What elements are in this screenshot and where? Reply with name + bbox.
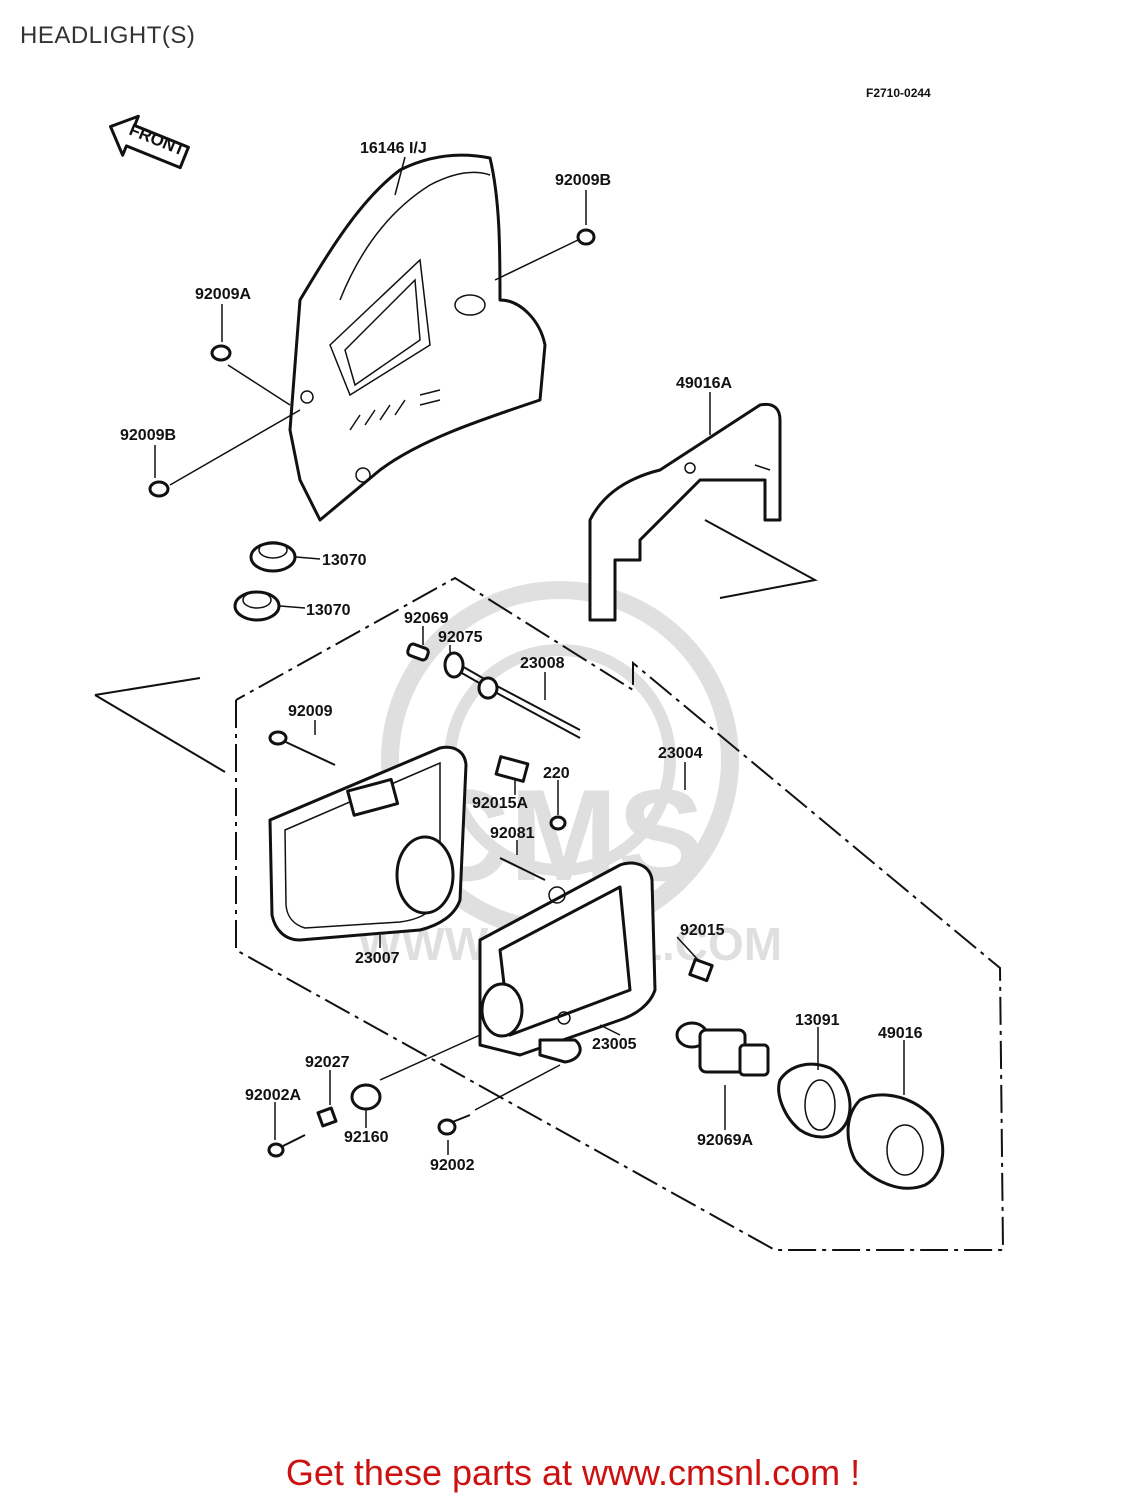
label-92027: 92027 — [305, 1054, 350, 1071]
label-92069: 92069 — [404, 610, 449, 627]
label-23007: 23007 — [355, 950, 400, 967]
label-92009b-top: 92009B — [555, 172, 611, 189]
headlight-bracket — [588, 402, 782, 622]
label-92081: 92081 — [490, 825, 535, 842]
label-13091: 13091 — [795, 1012, 840, 1029]
headlight-cover — [288, 153, 547, 522]
headlight-frame — [478, 861, 657, 1064]
label-16146: 16146 I/J — [360, 140, 427, 157]
label-92009: 92009 — [288, 703, 333, 720]
socket-cover — [777, 1062, 852, 1139]
headlight-bulb — [675, 1021, 770, 1077]
label-49016: 49016 — [878, 1025, 923, 1042]
label-92009a: 92009A — [195, 286, 251, 303]
headlight-unit — [268, 745, 468, 942]
label-92075: 92075 — [438, 629, 483, 646]
label-92069a: 92069A — [697, 1132, 753, 1149]
label-13070-b: 13070 — [306, 602, 351, 619]
label-23004: 23004 — [658, 745, 703, 762]
footer-link[interactable]: Get these parts at www.cmsnl.com ! — [285, 1452, 861, 1493]
front-arrow-icon — [109, 114, 190, 170]
label-220: 220 — [543, 765, 570, 782]
label-92015a: 92015A — [472, 795, 528, 812]
fasteners — [148, 228, 714, 1158]
dust-cover — [846, 1093, 945, 1190]
label-92009b-left: 92009B — [120, 427, 176, 444]
grommet-lower — [233, 590, 281, 622]
figure-code: F2710-0244 — [866, 86, 931, 100]
label-92160: 92160 — [344, 1129, 389, 1146]
grommet-upper — [249, 541, 297, 573]
label-13070-a: 13070 — [322, 552, 367, 569]
wire-harness — [406, 642, 581, 739]
leader-lines — [154, 156, 905, 1155]
label-23008: 23008 — [520, 655, 565, 672]
assembly-outline — [94, 519, 1005, 1251]
label-92002: 92002 — [430, 1157, 475, 1174]
page-title: HEADLIGHT(S) — [20, 22, 196, 49]
label-49016a: 49016A — [676, 375, 732, 392]
label-92002a: 92002A — [245, 1087, 301, 1104]
label-92015: 92015 — [680, 922, 725, 939]
label-23005: 23005 — [592, 1036, 637, 1053]
